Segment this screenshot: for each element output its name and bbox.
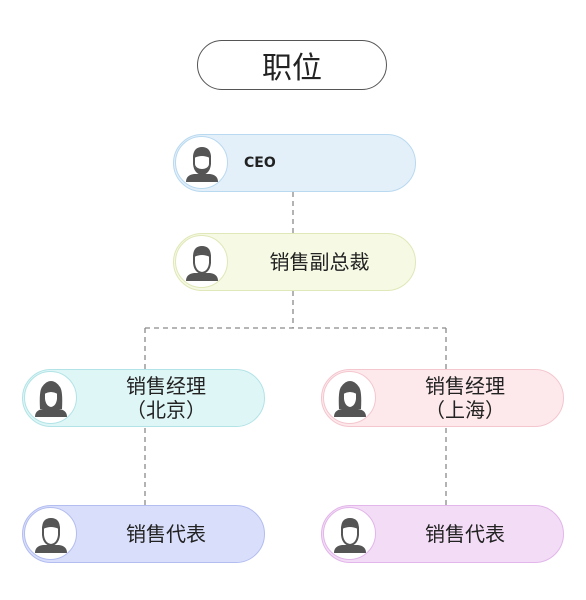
avatar — [175, 235, 228, 288]
male-avatar-icon — [185, 245, 218, 281]
avatar — [323, 507, 376, 560]
male-avatar-icon — [34, 517, 67, 553]
node-ceo: CEO — [173, 134, 416, 192]
node-sublabel: （上海） — [425, 398, 505, 422]
avatar — [175, 136, 228, 189]
node-label: 销售副总裁 — [269, 250, 370, 274]
page-title: 职位 — [262, 51, 322, 86]
node-sales-rep-right: 销售代表 — [321, 505, 564, 563]
node-sales-vp: 销售副总裁 — [173, 233, 416, 291]
avatar — [24, 371, 77, 424]
avatar — [323, 371, 376, 424]
node-label: 销售经理 — [126, 374, 206, 398]
node-label: 销售代表 — [126, 522, 206, 546]
node-label: 销售代表 — [425, 522, 505, 546]
female-avatar-icon — [34, 380, 67, 417]
male-beard-avatar-icon — [185, 146, 218, 182]
node-sublabel: （北京） — [126, 398, 206, 422]
node-manager-beijing: 销售经理 （北京） — [22, 369, 265, 427]
node-sales-rep-left: 销售代表 — [22, 505, 265, 563]
node-label: CEO — [244, 155, 276, 171]
female-avatar-icon — [333, 380, 366, 417]
node-label: 销售经理 — [425, 374, 505, 398]
node-manager-shanghai: 销售经理 （上海） — [321, 369, 564, 427]
male-avatar-icon — [333, 517, 366, 553]
title-pill: 职位 — [197, 40, 387, 90]
avatar — [24, 507, 77, 560]
